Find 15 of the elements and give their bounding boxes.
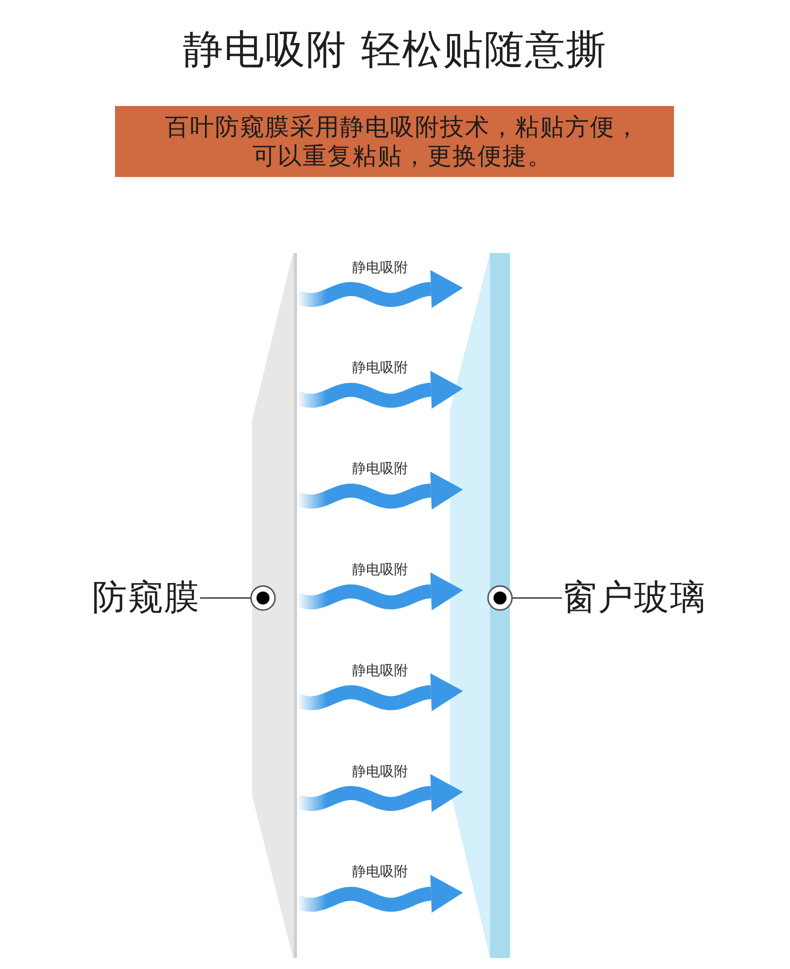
leader-line	[200, 597, 252, 599]
part-label: 窗户玻璃	[562, 578, 706, 618]
edge-label: 静电吸附	[352, 764, 408, 780]
edge-label: 静电吸附	[352, 461, 408, 478]
edge-label: 静电吸附	[352, 662, 408, 680]
glass-pane	[450, 253, 510, 958]
film-panel	[252, 253, 297, 958]
edge-label: 静电吸附	[352, 562, 408, 579]
part-label: 防窥膜	[92, 578, 200, 618]
edge-label: 静电吸附	[352, 260, 408, 276]
info-banner: 百叶防窥膜采用静电吸附技术，粘贴方便，可以重复粘贴，更换便捷。	[115, 106, 674, 177]
leader-line	[510, 597, 562, 599]
edge-label: 静电吸附	[352, 864, 408, 882]
title: 静电吸附 轻松贴随意撕	[183, 26, 607, 74]
edge-label: 静电吸附	[352, 360, 408, 378]
